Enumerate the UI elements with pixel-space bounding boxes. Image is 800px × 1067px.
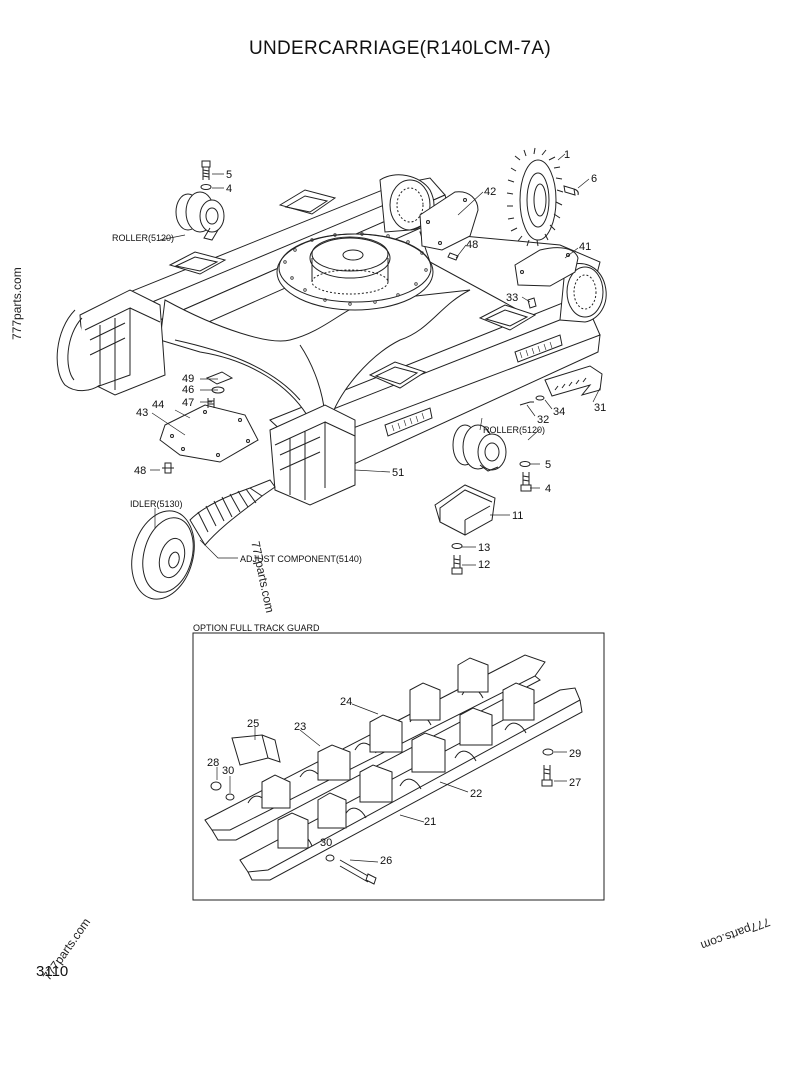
callout-24: 24 [340, 696, 352, 708]
sprocket [506, 147, 579, 247]
callout-49: 49 [182, 373, 194, 385]
callouts-option: 24 25 23 28 30 21 22 29 27 30 26 [207, 696, 581, 867]
cover-41 [514, 247, 579, 309]
track-adjuster [189, 479, 276, 546]
leader-lines [150, 153, 601, 566]
callout-5-lower: 5 [545, 459, 551, 471]
callout-51: 51 [392, 467, 404, 479]
full-track-guard [204, 654, 583, 885]
callout-25: 25 [247, 718, 259, 730]
callout-12: 12 [478, 559, 490, 571]
callout-31: 31 [594, 402, 606, 414]
callout-34: 34 [553, 406, 565, 418]
callout-22: 22 [470, 788, 482, 800]
callout-29: 29 [569, 748, 581, 760]
callout-47: 47 [182, 397, 194, 409]
track-frame [56, 174, 607, 506]
component-labels: ROLLER(5120) ROLLER(5120) IDLER(5130) AD… [112, 233, 545, 564]
label-adjust-component: ADJUST COMPONENT(5140) [240, 554, 362, 564]
callout-4-lower: 4 [545, 483, 551, 495]
front-idler [131, 510, 195, 600]
callout-33: 33 [506, 292, 518, 304]
watermark-left: 777parts.com [10, 267, 24, 340]
bolt-upper [200, 160, 212, 190]
callout-48: 48 [466, 239, 478, 251]
label-idler: IDLER(5130) [130, 499, 183, 509]
bolt-lower [519, 461, 532, 492]
page-title: UNDERCARRIAGE(R140LCM-7A) [248, 38, 552, 59]
callout-21: 21 [424, 816, 436, 828]
leader-lines-option [216, 703, 567, 863]
callout-23: 23 [294, 721, 306, 733]
label-roller-upper: ROLLER(5120) [112, 233, 174, 243]
page-number: 3110 [36, 963, 69, 980]
callout-41: 41 [579, 241, 591, 253]
label-option: OPTION FULL TRACK GUARD [193, 623, 320, 633]
option-frame [192, 632, 605, 901]
callout-13: 13 [478, 542, 490, 554]
label-roller-lower: ROLLER(5120) [483, 425, 545, 435]
callout-1: 1 [564, 149, 570, 161]
callout-43: 43 [136, 407, 148, 419]
callout-32: 32 [537, 414, 549, 426]
callout-28: 28 [207, 757, 219, 769]
callout-26: 26 [380, 855, 392, 867]
track-guard-31 [519, 365, 603, 406]
callout-30: 30 [222, 765, 234, 777]
callout-27: 27 [569, 777, 581, 789]
upper-roller [175, 191, 225, 241]
callout-46: 46 [182, 384, 194, 396]
cover-42 [419, 191, 479, 261]
callout-11: 11 [512, 510, 523, 522]
lower-roller [452, 424, 507, 472]
callouts-main: 1 4 5 6 42 48 41 33 31 34 32 5 4 11 13 1… [134, 149, 606, 571]
callout-48-lower: 48 [134, 465, 146, 477]
callout-30-lower: 30 [320, 837, 332, 849]
bracket-11 [434, 484, 496, 575]
cover-plate-43 [159, 371, 259, 474]
callout-4: 4 [226, 183, 232, 195]
callout-44: 44 [152, 399, 164, 411]
callout-42: 42 [484, 186, 496, 198]
callout-6: 6 [591, 173, 597, 185]
callout-5: 5 [226, 169, 232, 181]
